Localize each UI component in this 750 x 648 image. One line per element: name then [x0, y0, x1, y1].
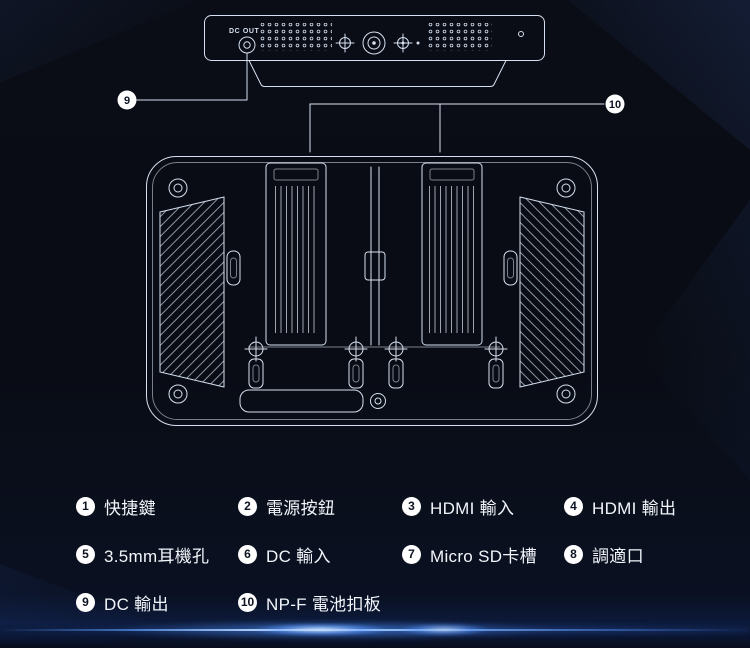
- legend-number-badge: 10: [238, 592, 257, 612]
- monitor-top-view: DC OUT: [204, 15, 545, 87]
- legend-number-badge: 3: [402, 496, 421, 516]
- battery-plate: [244, 162, 508, 389]
- callout-9-badge: [117, 90, 137, 110]
- legend-number-badge: 6: [238, 544, 257, 564]
- legend-label: HDMI 輸入: [430, 498, 515, 518]
- legend-item-adjust-port: 8 調適口: [564, 542, 734, 567]
- legend-item-headphone-jack: 5 3.5mm耳機孔: [76, 542, 238, 567]
- legend-item-npf-plate: 10 NP-F 電池扣板: [238, 590, 402, 615]
- monitor-back-view: [146, 156, 598, 426]
- dc-out-jack: [238, 36, 256, 54]
- latch-left: [226, 250, 241, 286]
- bottom-label-plate: [239, 389, 364, 413]
- callout-10-badge: [605, 94, 625, 114]
- legend-label: 調適口: [592, 546, 644, 566]
- legend-label: 電源按鈕: [266, 498, 336, 518]
- mount-point: [335, 31, 420, 55]
- legend: 1 快捷鍵 2 電源按鈕 3 HDMI 輸入 4 HDMI 輸出 5 3.5mm…: [76, 482, 734, 626]
- legend-item-quick-key: 1 快捷鍵: [76, 494, 238, 519]
- legend-number-badge: 9: [76, 592, 95, 612]
- legend-label: 3.5mm耳機孔: [104, 546, 210, 566]
- legend-label: HDMI 輸出: [592, 498, 677, 518]
- svg-text:10: 10: [609, 99, 621, 111]
- callout-battery-plate: 10: [309, 94, 625, 153]
- legend-item-hdmi-in: 3 HDMI 輸入: [402, 494, 564, 519]
- plate-screws: [244, 336, 508, 362]
- legend-item-micro-sd: 7 Micro SD卡槽: [402, 542, 564, 567]
- light-flare-spot: [250, 623, 390, 636]
- legend-number-badge: 4: [564, 496, 583, 516]
- callout-dc-out: 9: [117, 52, 248, 110]
- legend-number-badge: 1: [76, 496, 95, 516]
- grip-left: [159, 196, 225, 388]
- legend-label: NP-F 電池扣板: [266, 594, 382, 614]
- legend-number-badge: 7: [402, 544, 421, 564]
- vent-holes-left: [260, 23, 332, 51]
- legend-item-hdmi-out: 4 HDMI 輸出: [564, 494, 734, 519]
- battery-lock-tabs: [248, 358, 504, 389]
- legend-number-badge: 2: [238, 496, 257, 516]
- top-indicator-hole: [518, 31, 524, 37]
- vent-holes-right: [428, 23, 492, 51]
- legend-label: DC 輸出: [104, 594, 169, 614]
- bottom-port-hole: [370, 393, 386, 409]
- grip-right: [519, 196, 585, 388]
- legend-number-badge: 5: [76, 544, 95, 564]
- dc-out-label: DC OUT: [229, 28, 260, 35]
- latch-right: [503, 250, 518, 286]
- corner-screws: [168, 178, 576, 404]
- legend-label: DC 輸入: [266, 546, 331, 566]
- legend-label: 快捷鍵: [104, 498, 156, 518]
- legend-number-badge: 8: [564, 544, 583, 564]
- legend-item-power-button: 2 電源按鈕: [238, 494, 402, 519]
- light-flare-spot-2: [398, 623, 490, 636]
- svg-text:9: 9: [124, 95, 130, 107]
- legend-item-dc-in: 6 DC 輸入: [238, 542, 402, 567]
- legend-item-dc-out: 9 DC 輸出: [76, 590, 238, 615]
- legend-label: Micro SD卡槽: [430, 546, 537, 566]
